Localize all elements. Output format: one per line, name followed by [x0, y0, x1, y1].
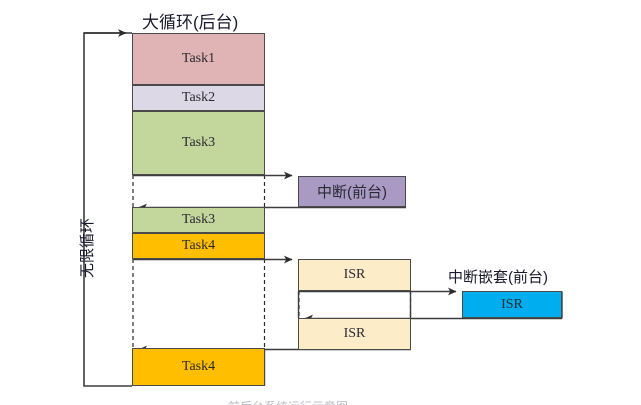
block-isr-upper[interactable]: ISR	[298, 259, 411, 291]
block-task3-first[interactable]: Task3	[132, 111, 265, 175]
block-isr-upper-label: ISR	[343, 267, 366, 282]
block-task3-first-label: Task3	[181, 135, 216, 150]
label-nested-interrupt: 中断嵌套(前台)	[448, 269, 548, 286]
block-isr-nested[interactable]: ISR	[462, 291, 562, 318]
block-task4-second-label: Task4	[181, 359, 216, 374]
block-task4-first[interactable]: Task4	[132, 233, 265, 259]
label-infinite-loop: 无限循环	[79, 217, 96, 278]
title-main-loop: 大循环(后台)	[142, 13, 239, 32]
block-task1[interactable]: Task1	[132, 33, 265, 85]
block-task4-second[interactable]: Task4	[132, 348, 265, 386]
block-task1-label: Task1	[181, 51, 216, 66]
infinite-loop-bracket	[83, 29, 132, 387]
caption-cropped: 前后台系统运行示意图	[228, 398, 408, 405]
block-isr-lower-label: ISR	[343, 326, 366, 341]
block-task4-first-label: Task4	[181, 238, 216, 253]
block-task2-label: Task2	[181, 90, 216, 105]
block-isr-lower[interactable]: ISR	[298, 318, 411, 350]
block-isr-nested-label: ISR	[501, 296, 523, 312]
block-interrupt[interactable]: 中断(前台)	[298, 176, 406, 207]
block-interrupt-label: 中断(前台)	[317, 184, 387, 201]
block-task3-second[interactable]: Task3	[132, 207, 265, 233]
block-task3-second-label: Task3	[181, 212, 216, 227]
block-task2[interactable]: Task2	[132, 85, 265, 111]
